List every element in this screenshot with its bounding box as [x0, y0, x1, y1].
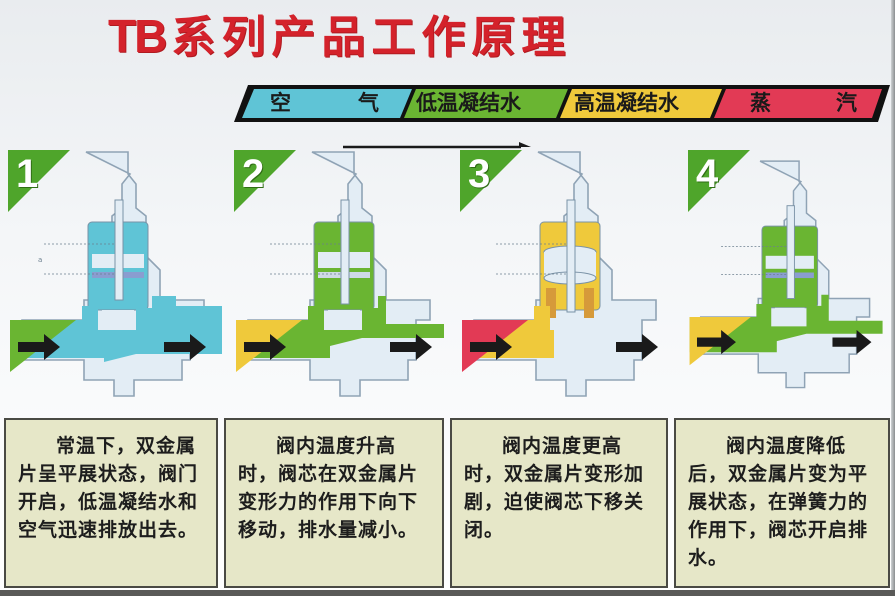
- title-text: 系列产品工作原理: [171, 12, 572, 63]
- steam-trap-cross-section: [462, 151, 658, 397]
- stage-1-figure: 1 a: [4, 148, 226, 410]
- steam-trap-cross-section: [689, 160, 883, 389]
- stage-badge-icon: [460, 150, 522, 212]
- legend-swatch-low-temp: [404, 89, 568, 118]
- page-edge: [891, 0, 895, 596]
- stage-badge-icon: [234, 150, 296, 212]
- legend-high-temp-label: 高温凝结水: [574, 91, 679, 115]
- legend-swatch-steam: [714, 89, 882, 118]
- stage-1-text: 常温下，双金属片呈平展状态，阀门开启，低温凝结水和空气迅速排放出去。: [18, 435, 199, 541]
- stage-3-description: 阀内温度更高时，双金属片变形加剧，迫使阀芯下移关闭。: [450, 418, 668, 588]
- stage-1-description: 常温下，双金属片呈平展状态，阀门开启，低温凝结水和空气迅速排放出去。: [4, 418, 218, 588]
- legend-air-label-b: 气: [358, 91, 379, 115]
- stage-badge-icon: [8, 150, 70, 212]
- stage-3-text: 阀内温度更高时，双金属片变形加剧，迫使阀芯下移关闭。: [464, 435, 645, 541]
- sequence-arrow-icon: [343, 142, 531, 149]
- steam-trap-cross-section: [236, 151, 444, 397]
- legend-steam-label-a: 蒸: [750, 91, 771, 115]
- stage-4-figure: 4: [684, 148, 890, 410]
- stage-2-text: 阀内温度升高时，阀芯在双金属片变形力的作用下向下移动，排水量减小。: [238, 435, 419, 541]
- stage-4-description: 阀内温度降低后，双金属片变为平展状态，在弹簧力的作用下，阀芯开启排水。: [674, 418, 890, 588]
- bottom-border: [0, 590, 895, 596]
- stage-badge-icon: [688, 150, 750, 212]
- stage-number: 1: [16, 152, 39, 196]
- legend-steam-label-b: 汽: [836, 91, 857, 115]
- stage-number: 4: [696, 152, 719, 196]
- legend-swatch-high-temp: [560, 89, 722, 118]
- stage-2-description: 阀内温度升高时，阀芯在双金属片变形力的作用下向下移动，排水量减小。: [224, 418, 444, 588]
- title-prefix: TB: [108, 10, 167, 62]
- legend-bar-shape: [234, 85, 890, 122]
- stage-3-figure: 3: [456, 148, 678, 410]
- legend-swatch-air: [242, 89, 412, 118]
- stage-number: 3: [468, 152, 491, 196]
- stage-2-figure: 2: [230, 148, 452, 410]
- legend-air-label-a: 空: [270, 91, 291, 115]
- medium-legend: 空 气 低温凝结水 高温凝结水 蒸 汽: [234, 85, 890, 122]
- stage-4-text: 阀内温度降低后，双金属片变为平展状态，在弹簧力的作用下，阀芯开启排水。: [688, 435, 869, 569]
- stage-number: 2: [242, 152, 265, 196]
- legend-low-temp-label: 低温凝结水: [416, 91, 521, 115]
- steam-trap-cross-section: a: [10, 151, 222, 397]
- svg-text:a: a: [38, 256, 42, 264]
